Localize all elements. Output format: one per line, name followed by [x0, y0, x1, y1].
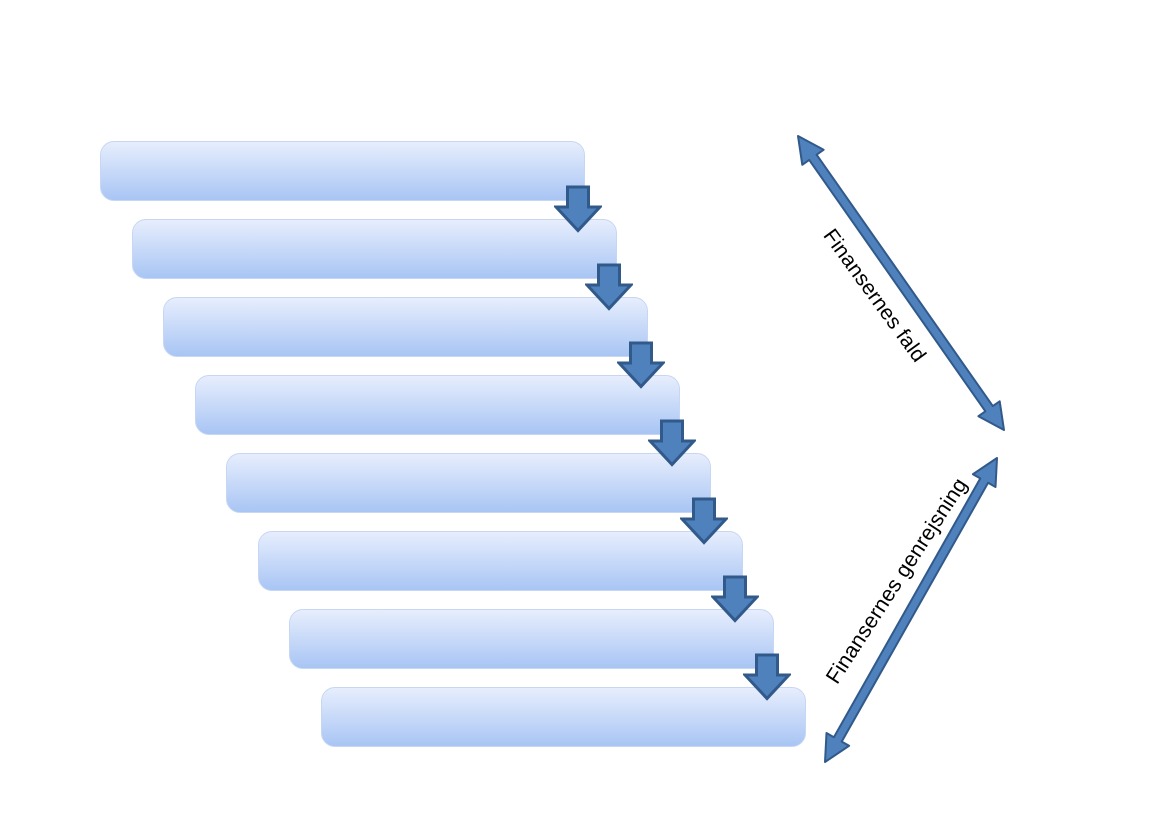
cascade-bar-7 [289, 609, 774, 669]
recovery-arrow-label: Finansernes genrejsning [821, 473, 973, 688]
cascade-bar-5 [226, 453, 711, 513]
cascade-bar-1 [100, 141, 585, 201]
fall-arrow-label: Finansernes fald [818, 224, 931, 367]
down-arrow-icon [553, 185, 602, 233]
down-arrow-icon [679, 497, 728, 545]
down-arrow-icon [585, 263, 633, 311]
cascade-bar-4 [194, 375, 680, 435]
down-arrow-icon [742, 653, 791, 701]
cascade-bar-8 [320, 687, 806, 747]
cascade-bar-2 [131, 219, 617, 279]
cascade-bar-3 [163, 297, 648, 357]
cascade-bar-6 [257, 531, 743, 591]
down-arrow-icon [711, 575, 759, 623]
fall-trend-arrow-icon [797, 135, 1005, 431]
down-arrow-icon [616, 341, 665, 389]
down-arrow-icon [648, 419, 696, 467]
recovery-trend-arrow-icon [824, 457, 998, 763]
